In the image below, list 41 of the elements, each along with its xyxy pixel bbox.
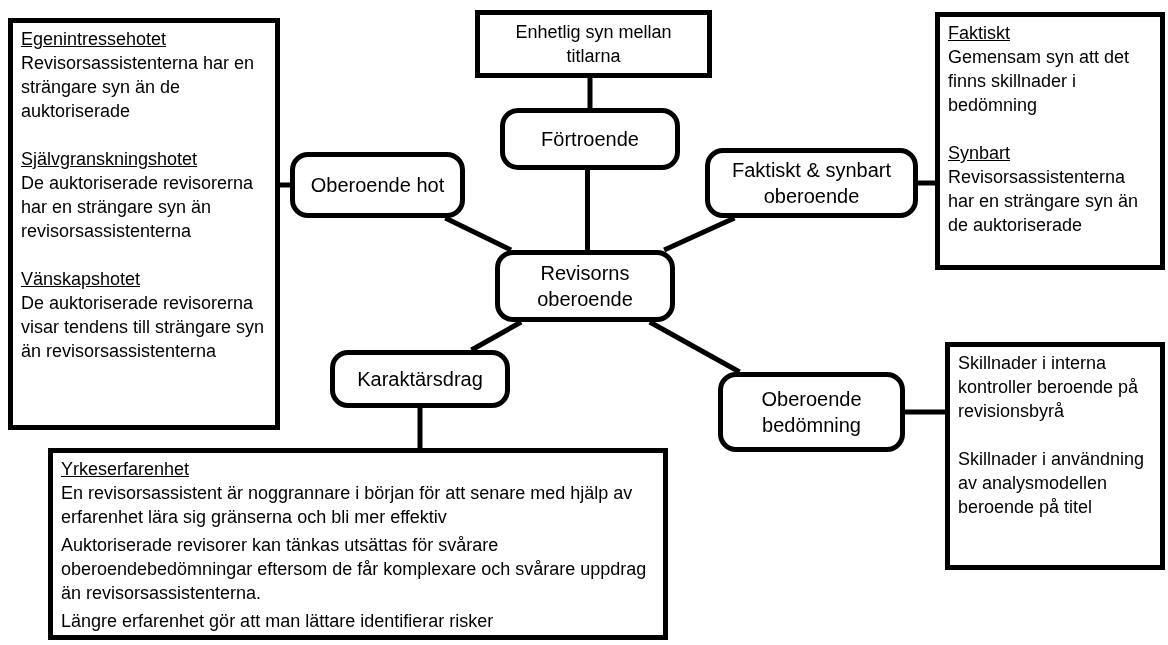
section-heading: Vänskapshotet — [21, 268, 142, 291]
note-text: Auktoriserade revisorer kan tänkas utsättas för svårare oberoendebedömningar eftersom de får komplexare och svårare uppdrag än revisorsassistenterna. — [61, 534, 648, 605]
topic-bubble — [290, 152, 465, 218]
note-box — [8, 18, 280, 430]
note-box — [475, 10, 712, 78]
note-text: Gemensam syn att det finns skillnader i bedömning — [948, 46, 1131, 117]
connector-line — [585, 170, 590, 250]
note-text: De auktoriserade revisorerna har en strängare syn än revisorsassistenterna — [21, 172, 255, 243]
note-box — [935, 12, 1165, 270]
node-label: Förtroende — [541, 127, 639, 152]
connector-line — [905, 409, 945, 415]
connector-line — [417, 408, 423, 448]
connector-line — [280, 182, 290, 188]
note-box — [48, 448, 668, 640]
section-heading: Självgranskningshotet — [21, 148, 199, 171]
connector-line — [587, 78, 593, 108]
topic-bubble — [495, 250, 675, 322]
topic-bubble — [500, 108, 680, 170]
node-label: Faktiskt & synbart oberoende — [731, 158, 892, 209]
connector-line — [918, 180, 935, 186]
node-label: Oberoende bedömning — [760, 387, 863, 438]
node-label: Enhetlig syn mellan titlarna — [514, 21, 673, 68]
note-text: Revisorsassistenterna har en strängare syn än de auktoriserade — [21, 52, 256, 123]
note-text: En revisorsassistent är noggrannare i början för att senare med hjälp av erfarenhet lära sig gränserna och bli mer effektiv — [61, 482, 634, 529]
connector-line — [444, 215, 513, 253]
note-text: Skillnader i användning av analysmodellen beroende på titel — [958, 448, 1146, 519]
note-text: Revisorsassistenterna har en strängare syn än de auktoriserade — [948, 166, 1140, 237]
note-box — [945, 342, 1165, 570]
section-heading: Egenintressehotet — [21, 28, 168, 51]
node-label: Oberoende hot — [310, 173, 445, 198]
section-heading: Synbart — [948, 142, 1012, 165]
node-label: Revisorns oberoende — [536, 261, 634, 312]
topic-bubble — [705, 148, 918, 218]
topic-bubble — [330, 350, 510, 408]
note-text: De auktoriserade revisorerna visar tendens till strängare syn än revisorsassistenterna — [21, 292, 266, 363]
note-text: Längre erfarenhet gör att man lättare identifierar risker — [61, 610, 495, 633]
node-label: Karaktärsdrag — [357, 367, 483, 392]
section-heading: Faktiskt — [948, 22, 1011, 45]
topic-bubble — [718, 372, 905, 452]
section-heading: Yrkeserfarenhet — [61, 458, 191, 481]
note-text: Skillnader i interna kontroller beroende på revisionsbyrå — [958, 352, 1140, 423]
